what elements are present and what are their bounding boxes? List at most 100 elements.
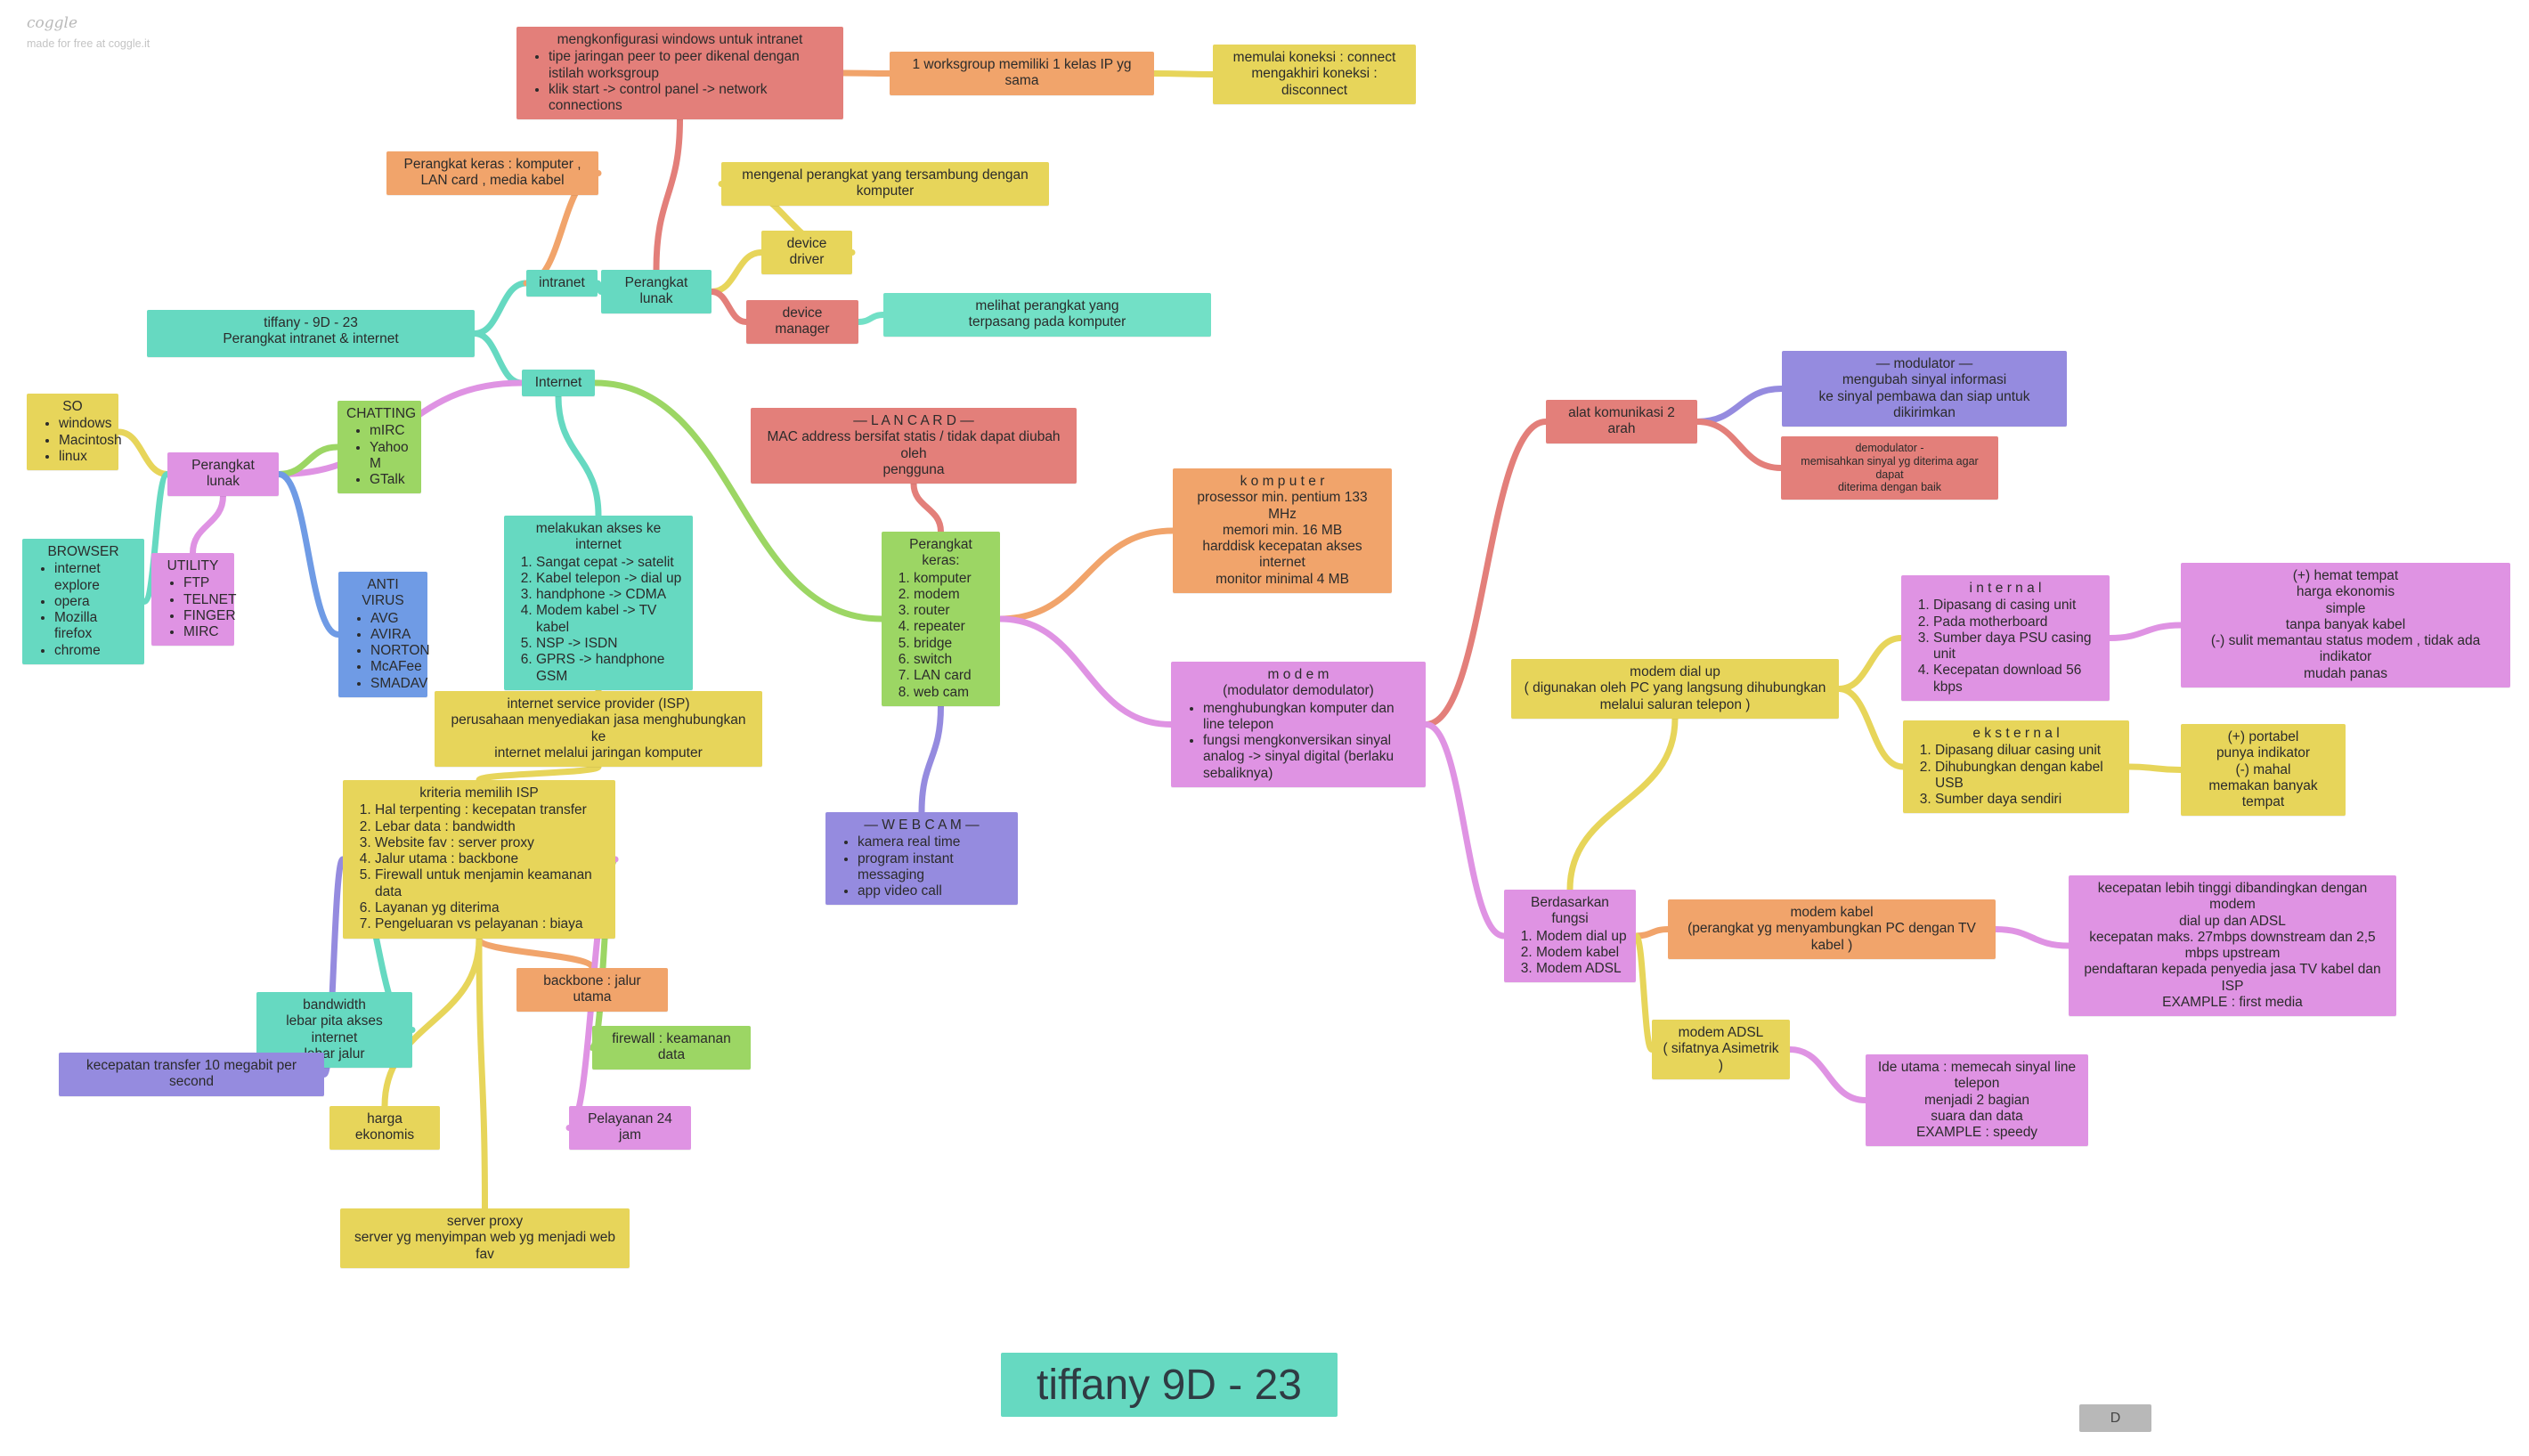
node-title: — W E B C A M — [864,817,980,833]
node-perangkat-keras-list[interactable]: Perangkat keras:komputermodemrouterrepea… [882,532,1000,706]
node-text-line: komputer [856,183,915,199]
node-text-line: lebar pita akses internet [286,1013,383,1045]
node-utility[interactable]: UTILITYFTPTELNETFINGERMIRC [151,553,236,647]
node-title: harga ekonomis [354,1111,415,1143]
node-harga[interactable]: harga ekonomis [329,1106,440,1150]
node-title: Perangkat keras : komputer , [403,157,581,172]
node-demodulator[interactable]: demodulator -memisahkan sinyal yg diteri… [1781,436,1998,500]
list-item: internet explore [54,561,135,594]
node-chatting[interactable]: CHATTINGmIRCYahoo MGTalk [337,401,421,494]
node-title: k o m p u t e r [1240,474,1325,489]
list-item: fungsi mengkonversikan sinyal analog -> … [1203,733,1417,782]
node-so[interactable]: SOwindowsMacintoshlinux [27,394,122,471]
bullet-list: menghubungkan komputer dan line teleponf… [1180,701,1417,782]
bullet-list: AVGAVIRANORTONMcAFeeSMADAV [347,611,430,692]
node-title: Perangkat lunak [191,458,255,490]
node-berdasarkan[interactable]: Berdasarkan fungsiModem dial upModem kab… [1504,890,1636,983]
branch-perangkat-keras-list-to-komputer [996,527,1176,622]
node-backbone[interactable]: backbone : jalur utama [516,968,668,1012]
node-title: server proxy [446,1214,524,1229]
branch-device-manager-to-melihat [855,312,887,325]
node-antivirus[interactable]: ANTI VIRUSAVGAVIRANORTONMcAFeeSMADAV [338,572,430,697]
node-isp[interactable]: internet service provider (ISP)perusahaa… [435,691,762,768]
list-item: web cam [914,685,991,701]
node-internal[interactable]: i n t e r n a lDipasang di casing unitPa… [1901,575,2110,701]
node-perangkat-keras-intranet[interactable]: Perangkat keras : komputer ,LAN card , m… [386,151,598,195]
numbered-list: Hal terpenting : kecepatan transferLebar… [352,802,606,932]
list-item: menghubungkan komputer dan line telepon [1203,701,1417,734]
branch-root-to-internet [471,330,525,386]
node-perangkat-lunak-1[interactable]: Perangkat lunak [601,270,712,313]
node-modem-kabel-info[interactable]: kecepatan lebih tinggi dibandingkan deng… [2069,875,2396,1017]
list-item: NORTON [370,643,430,659]
node-workgroup[interactable]: 1 worksgroup memiliki 1 kelas IP yg sama [890,52,1154,95]
branch-dial-up-to-internal [1835,635,1905,692]
node-perangkat-lunak-2[interactable]: Perangkat lunak [167,452,279,496]
branch-eksternal-to-eksternal-plus [2126,763,2184,773]
node-text-line: diterima dengan baik [1837,481,1942,494]
node-title: intranet [539,275,585,290]
list-item: bridge [914,636,991,652]
node-mengenal[interactable]: mengenal perangkat yang tersambung denga… [721,162,1049,206]
node-webcam[interactable]: — W E B C A M —kamera real timeprogram i… [825,812,1018,906]
node-title: 1 worksgroup memiliki 1 kelas IP yg sama [912,57,1132,89]
node-modem[interactable]: m o d e m(modulator demodulator)menghubu… [1171,662,1426,787]
node-pelayanan[interactable]: Pelayanan 24 jam [569,1106,691,1150]
branch-modem-kabel-to-modem-kabel-info [1992,926,2072,949]
node-konfig-windows[interactable]: mengkonfigurasi windows untuk intranet ti… [516,27,843,120]
node-alat-komunikasi[interactable]: alat komunikasi 2 arah [1546,400,1697,443]
list-item: tipe jaringan peer to peer dikenal denga… [549,49,834,82]
list-item: linux [59,449,110,465]
node-lancard[interactable]: — L A N C A R D —MAC address bersifat st… [751,408,1077,484]
node-modem-kabel[interactable]: modem kabel(perangkat yg menyambungkan P… [1668,899,1996,959]
node-device-manager[interactable]: device manager [746,300,858,344]
list-item: Sangat cepat -> satelit [536,555,684,571]
node-kecepatan[interactable]: kecepatan transfer 10 megabit per second [59,1053,324,1096]
node-adsl[interactable]: modem ADSL( sifatnya Asimetrik ) [1652,1020,1790,1079]
node-text-line: MAC address bersifat statis / tidak dapa… [767,429,1061,461]
node-title: kecepatan transfer 10 megabit per second [85,1058,297,1090]
node-title: backbone : jalur utama [543,973,641,1005]
node-intranet[interactable]: intranet [526,270,598,297]
list-item: mIRC [370,423,412,439]
node-kriteria[interactable]: kriteria memilih ISPHal terpenting : kec… [343,780,615,939]
node-title: (+) hemat tempat [2292,568,2399,583]
node-eksternal[interactable]: e k s t e r n a lDipasang diluar casing … [1903,720,2129,814]
branch-perangkat-lunak-1-to-konfig-windows [653,116,683,273]
bullet-list: internet exploreoperaMozilla firefoxchro… [31,561,135,659]
node-device-driver[interactable]: device driver [761,231,852,274]
numbered-list: Modem dial upModem kabelModem ADSL [1513,929,1627,978]
node-browser[interactable]: BROWSERinternet exploreoperaMozilla fire… [22,539,144,664]
list-item: klik start -> control panel -> network c… [549,82,834,115]
list-item: MIRC [183,624,225,640]
footer-badge[interactable]: D [2079,1404,2151,1432]
node-firewall[interactable]: firewall : keamanan data [592,1026,751,1070]
list-item: Modem kabel -> TV kabel [536,603,684,636]
node-text-line: server yg menyimpan web yg menjadi web f… [354,1230,615,1262]
node-internet[interactable]: Internet [522,370,595,397]
node-title: mengkonfigurasi windows untuk intranet [557,32,803,47]
branch-konfig-windows-to-workgroup [840,69,893,77]
node-text-line: terpasang pada komputer [968,314,1126,330]
node-dial-up[interactable]: modem dial up( digunakan oleh PC yang la… [1511,659,1839,719]
list-item: Mozilla firefox [54,610,135,643]
list-item: opera [54,594,135,610]
node-akses[interactable]: melakukan akses ke internetSangat cepat … [504,516,693,690]
node-title: Berdasarkan fungsi [1531,895,1609,927]
node-text-line: (modulator demodulator) [1223,683,1374,699]
list-item: chrome [54,643,135,659]
branch-adsl-to-adsl-info [1786,1046,1869,1103]
list-item: GTalk [370,472,412,488]
list-item: Jalur utama : backbone [375,851,606,867]
node-text-line: perusahaan menyediakan jasa menghubungka… [451,712,746,744]
